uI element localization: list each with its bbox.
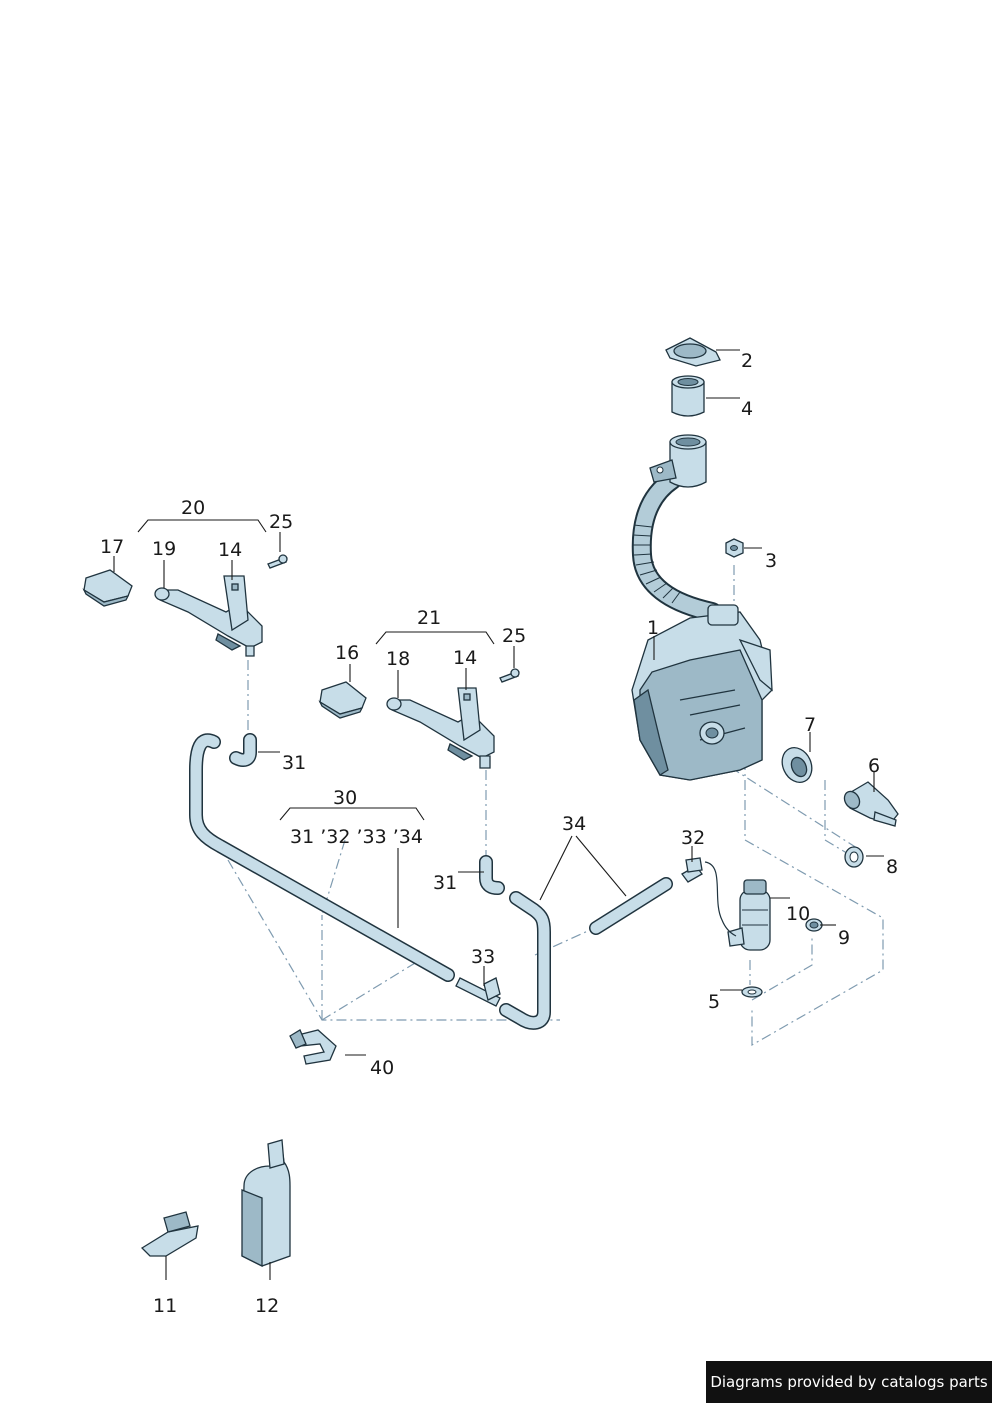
callout-4: 4 <box>741 398 753 420</box>
callout-10: 10 <box>786 903 810 925</box>
leader-lines <box>113 349 884 1280</box>
callout-2: 2 <box>741 350 753 372</box>
callout-16: 16 <box>335 642 359 664</box>
callout-25-left: 25 <box>269 511 293 533</box>
callout-5: 5 <box>708 991 720 1013</box>
callout-1: 1 <box>647 617 659 639</box>
callout-14-left: 14 <box>218 539 242 561</box>
callout-34: 34 <box>562 813 586 835</box>
callout-7: 7 <box>804 714 816 736</box>
callout-18: 18 <box>386 648 410 670</box>
callout-21: 21 <box>417 607 441 629</box>
callout-11: 11 <box>153 1295 177 1317</box>
callout-14-right: 14 <box>453 647 477 669</box>
callout-31-middle: 31 <box>433 872 457 894</box>
callout-8: 8 <box>886 856 898 878</box>
headlamp-washer-nozzle-right <box>318 668 520 769</box>
headlamp-washer-nozzle-left <box>82 554 288 657</box>
callout-31-left: 31 <box>282 752 306 774</box>
callout-40: 40 <box>370 1057 394 1079</box>
loose-parts <box>140 1139 291 1268</box>
callout-3: 3 <box>765 550 777 572</box>
callout-19: 19 <box>152 538 176 560</box>
callout-30-subparts: 31 ’32 ’33 ’34 <box>290 826 423 848</box>
washer-fluid-reservoir <box>631 337 899 998</box>
callout-33: 33 <box>471 946 495 968</box>
assembly-lines <box>227 565 884 1047</box>
callout-12: 12 <box>255 1295 279 1317</box>
callout-32: 32 <box>681 827 705 849</box>
callout-17: 17 <box>100 536 124 558</box>
callout-9: 9 <box>838 927 850 949</box>
washer-hoses <box>189 733 703 1065</box>
footer-credit-badge: Diagrams provided by catalogs parts <box>706 1361 992 1403</box>
callout-labels: 2 4 3 1 7 6 8 10 9 5 32 34 33 40 11 12 3… <box>100 350 898 1317</box>
footer-credit-text: Diagrams provided by catalogs parts <box>710 1373 988 1391</box>
callout-6: 6 <box>868 755 880 777</box>
callout-30: 30 <box>333 787 357 809</box>
callout-25-right: 25 <box>502 625 526 647</box>
callout-20: 20 <box>181 497 205 519</box>
